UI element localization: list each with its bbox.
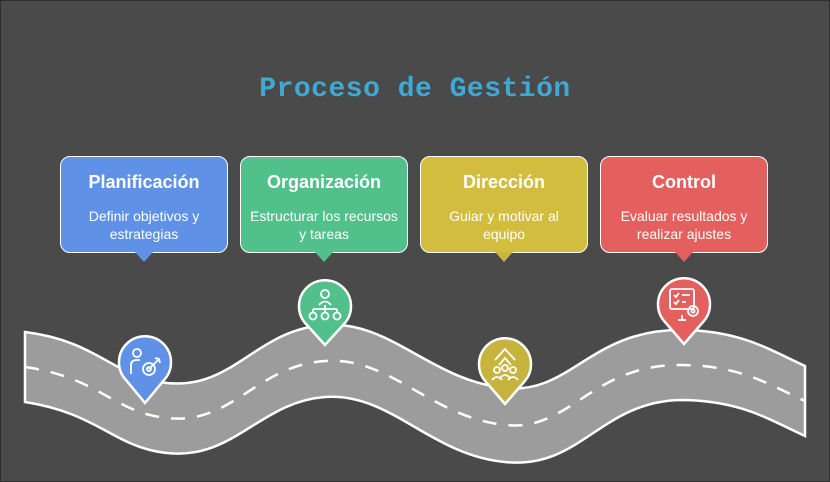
- stage-heading: Planificación: [88, 172, 200, 192]
- checklist-gear-icon: [669, 288, 699, 321]
- stage-marker-planificacion: [117, 335, 173, 405]
- stage-description: Definir objetivos y estrategias: [88, 208, 200, 242]
- stage-heading: Dirección: [462, 172, 546, 192]
- stage-card-planificacion: Planificación Definir objetivos y estrat…: [60, 156, 228, 262]
- stage-card-organizacion: Organización Estructurar los recursos y …: [240, 156, 408, 262]
- target-person-icon: [130, 348, 161, 376]
- stage-heading: Control: [652, 172, 716, 192]
- diagram-title: Proceso de Gestión: [259, 74, 571, 105]
- road: [23, 323, 807, 464]
- stage-description: Guiar y motivar al equipo: [449, 208, 559, 242]
- stage-heading: Organización: [266, 172, 382, 192]
- stage-card-direccion: Dirección Guiar y motivar al equipo: [420, 156, 588, 262]
- stage-card-control: Control Evaluar resultados y realizar aj…: [600, 156, 768, 262]
- stage-marker-direccion: [477, 337, 533, 406]
- stage-description: Estructurar los recursos y tareas: [250, 208, 398, 242]
- stage-marker-control: [656, 277, 712, 346]
- road-center-line: [24, 359, 806, 427]
- org-chart-icon: [308, 289, 342, 321]
- stage-description: Evaluar resultados y realizar ajustes: [620, 208, 748, 242]
- team-growth-icon: [491, 347, 519, 381]
- stage-marker-organizacion: [297, 279, 353, 347]
